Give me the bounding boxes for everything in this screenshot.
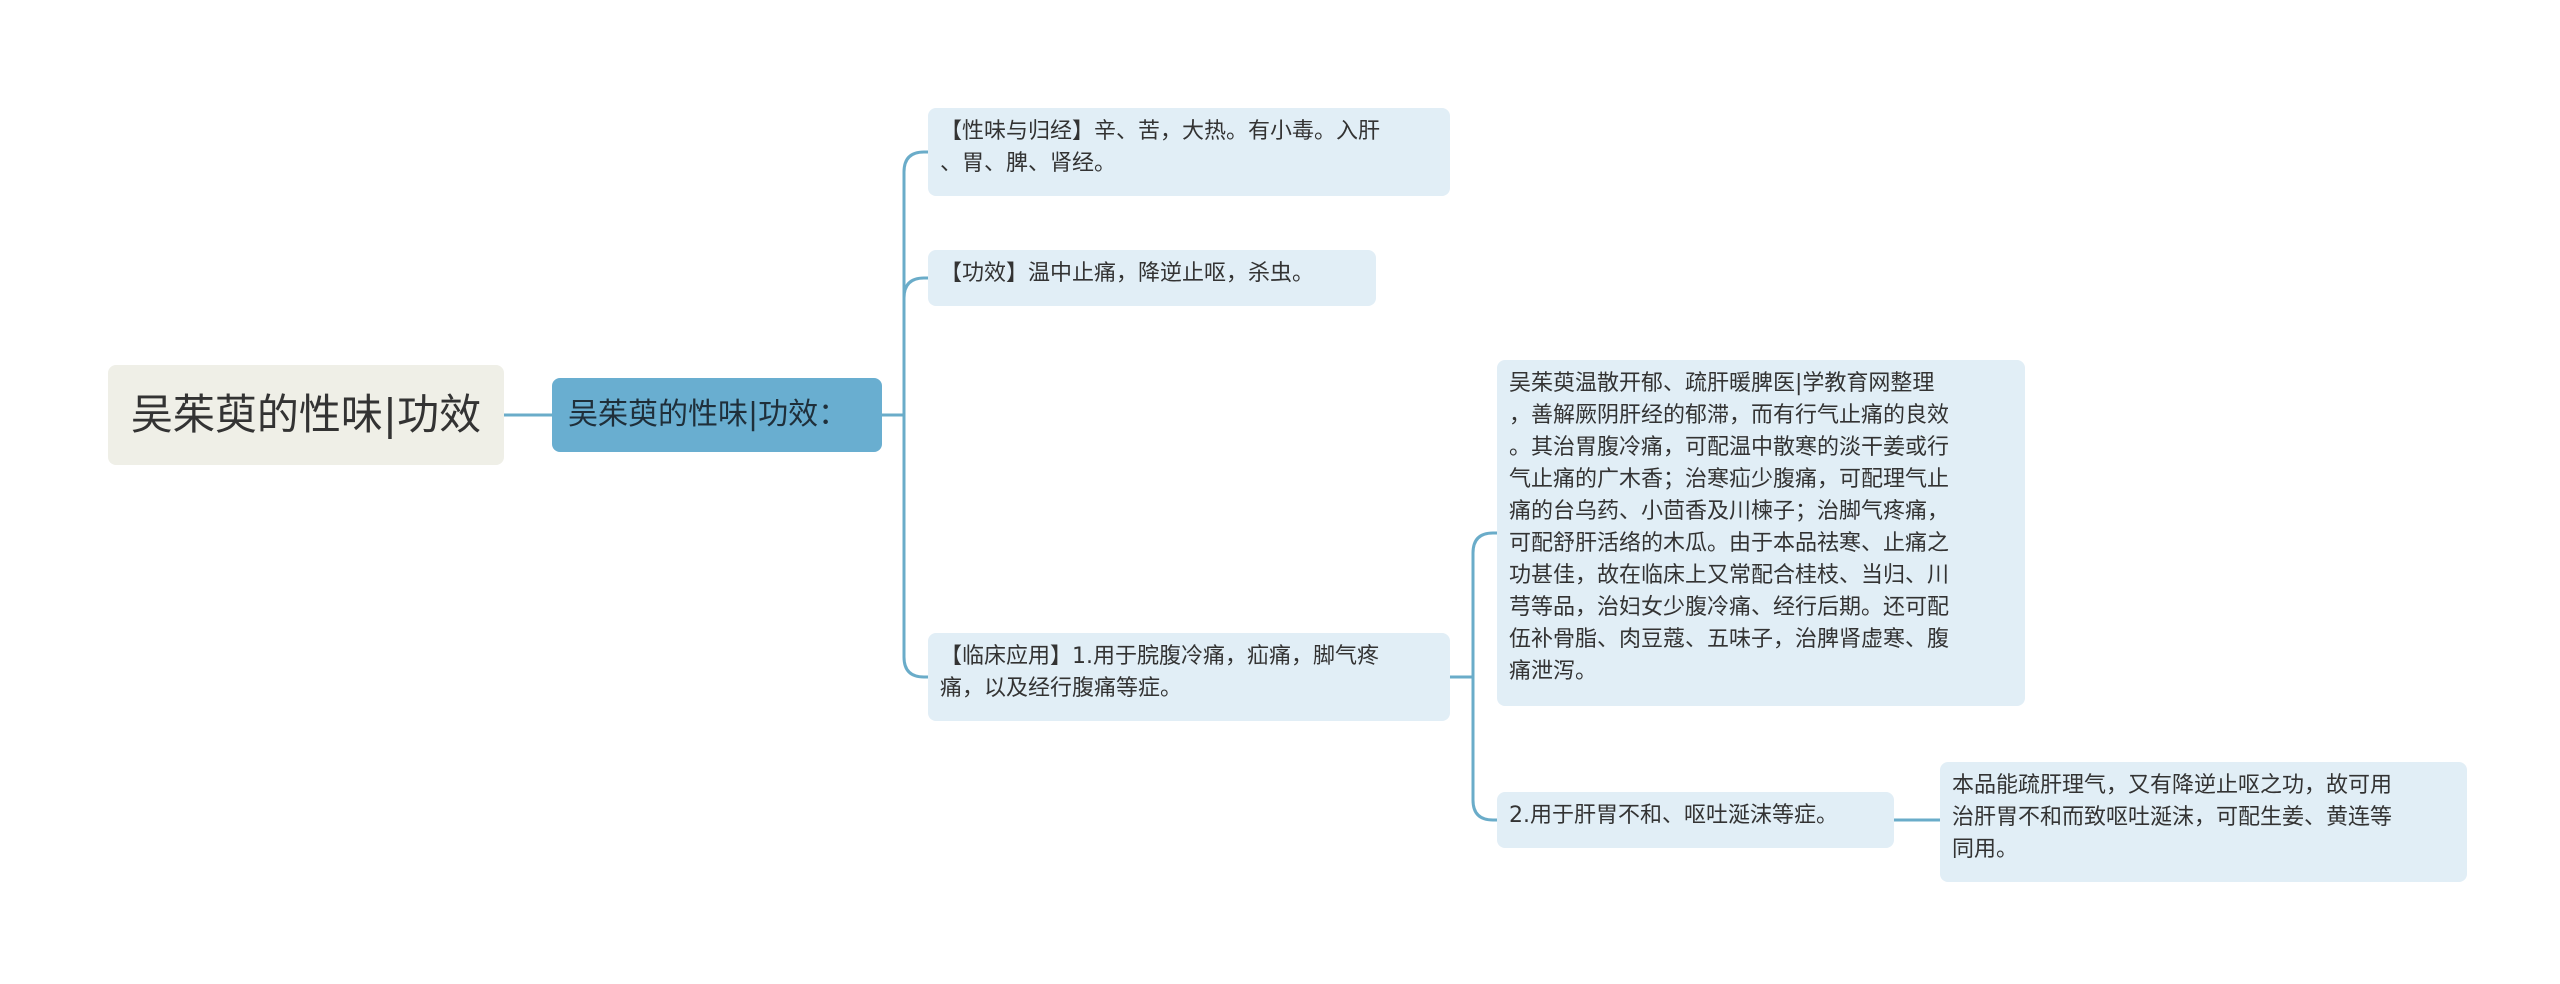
topic-properties-meridians[interactable]: 【性味与归经】辛、苦，大热。有小毒。入肝 、胃、脾、肾经。 [928,108,1450,196]
topic-clinical-application-detail[interactable]: 吴茱萸温散开郁、疏肝暖脾医|学教育网整理 ，善解厥阴肝经的郁滞，而有行气止痛的良… [1497,360,2025,706]
connector-to-clinical-detail [1471,531,1499,679]
topic-liver-stomach-disharmony[interactable]: 2.用于肝胃不和、呕吐涎沫等症。 [1497,792,1894,848]
topic-clinical-application[interactable]: 【临床应用】1.用于脘腹冷痛，疝痛，脚气疼 痛，以及经行腹痛等症。 [928,633,1450,721]
root-topic[interactable]: 吴茱萸的性味|功效 [108,365,504,465]
connector-to-efficacy [902,276,930,300]
connector-to-properties [902,150,930,417]
topic-liver-stomach-disharmony-detail[interactable]: 本品能疏肝理气，又有降逆止呕之功，故可用 治肝胃不和而致呕吐涎沫，可配生姜、黄连… [1940,762,2467,882]
connector-to-clinical-2 [1471,675,1499,822]
main-topic[interactable]: 吴茱萸的性味|功效： [552,378,882,452]
topic-efficacy[interactable]: 【功效】温中止痛，降逆止呕，杀虫。 [928,250,1376,306]
connector-to-clinical [902,413,930,679]
